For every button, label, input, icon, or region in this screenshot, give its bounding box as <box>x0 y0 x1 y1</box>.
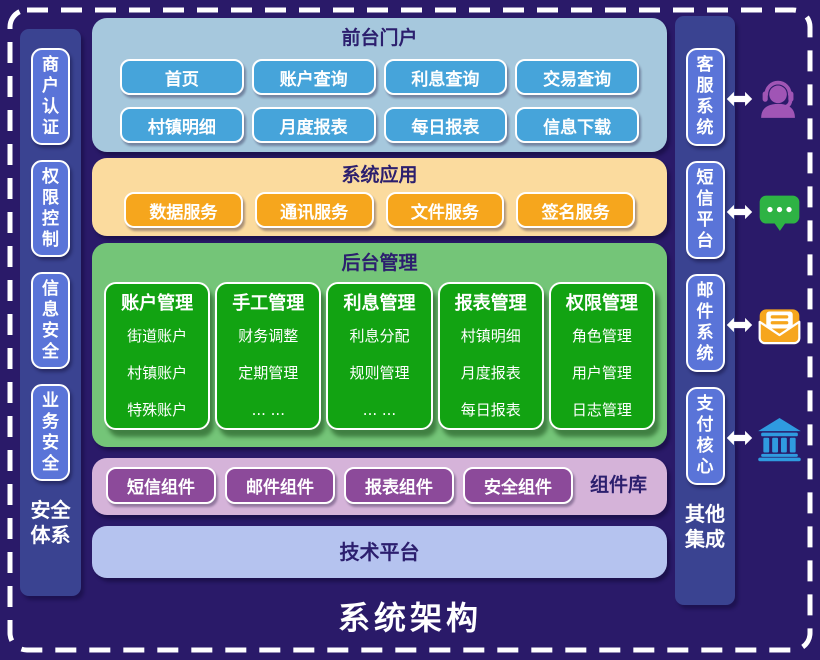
backend-columns: 账户管理 街道账户 村镇账户 特殊账户 手工管理 财务调整 定期管理 ... .… <box>104 282 655 430</box>
portal-section: 前台门户 首页 账户查询 利息查询 交易查询 村镇明细 月度报表 每日报表 信息… <box>92 18 667 152</box>
backend-column-account: 账户管理 街道账户 村镇账户 特殊账户 <box>104 282 211 430</box>
backend-column-header: 账户管理 <box>121 293 194 314</box>
portal-button-account-query[interactable]: 账户查询 <box>251 59 376 95</box>
sidebar-item-mail-system[interactable]: 邮件系统 <box>685 274 725 372</box>
backend-column-header: 利息管理 <box>343 293 416 314</box>
diagram-title: 系统架构 <box>337 599 482 637</box>
security-sidebar: 商户认证 权限控制 信息安全 业务安全 安全体系 <box>20 29 81 596</box>
sidebar-item-merchant-auth[interactable]: 商户认证 <box>31 48 70 145</box>
sms-chat-icon <box>756 189 803 236</box>
system-apps-title: 系统应用 <box>341 164 418 186</box>
sidebar-item-label: 商户认证 <box>42 54 59 138</box>
platform-title: 技术平台 <box>339 540 420 564</box>
security-sidebar-label: 安全体系 <box>30 498 71 547</box>
sidebar-item-label: 支付核心 <box>696 394 714 477</box>
backend-column-header: 权限管理 <box>565 293 638 314</box>
component-button-sms[interactable]: 短信组件 <box>106 467 216 504</box>
backend-item: 每日报表 <box>460 401 521 419</box>
sidebar-item-label: 客服系统 <box>696 55 714 138</box>
link-payment-core <box>726 413 812 463</box>
integrations-sidebar-label: 其他集成 <box>685 502 725 551</box>
portal-button-info-download[interactable]: 信息下载 <box>515 107 639 143</box>
component-button-security[interactable]: 安全组件 <box>463 467 573 504</box>
platform-section: 技术平台 <box>92 526 667 578</box>
backend-item: 月度报表 <box>460 364 521 382</box>
backend-item: 街道账户 <box>127 327 188 345</box>
portal-button-transaction-query[interactable]: 交易查询 <box>515 59 639 95</box>
double-arrow-icon <box>726 315 753 335</box>
apps-button-data-service[interactable]: 数据服务 <box>124 192 243 228</box>
backend-column-report: 报表管理 村镇明细 月度报表 每日报表 <box>437 282 544 430</box>
backend-column-permission: 权限管理 角色管理 用户管理 日志管理 <box>548 282 655 430</box>
backend-item: 村镇账户 <box>127 364 188 382</box>
sidebar-item-info-security[interactable]: 信息安全 <box>31 272 70 369</box>
portal-button-monthly-report[interactable]: 月度报表 <box>251 107 376 143</box>
sidebar-item-permission-control[interactable]: 权限控制 <box>31 160 70 257</box>
system-apps-section: 系统应用 数据服务 通讯服务 文件服务 签名服务 <box>92 158 667 236</box>
sidebar-item-label: 邮件系统 <box>696 281 714 364</box>
link-mail-system <box>726 300 812 350</box>
bank-icon <box>756 415 803 462</box>
backend-item: 财务调整 <box>238 327 299 345</box>
link-sms-platform <box>726 187 812 237</box>
main-panel: 前台门户 首页 账户查询 利息查询 交易查询 村镇明细 月度报表 每日报表 信息… <box>92 18 667 578</box>
headset-icon <box>756 76 803 123</box>
backend-item: 规则管理 <box>349 364 410 382</box>
sidebar-item-business-security[interactable]: 业务安全 <box>31 384 70 481</box>
sidebar-item-label: 信息安全 <box>42 278 59 362</box>
double-arrow-icon <box>726 89 753 109</box>
components-section: 短信组件 邮件组件 报表组件 安全组件 组件库 <box>92 458 667 515</box>
apps-button-file-service[interactable]: 文件服务 <box>385 192 505 228</box>
components-label: 组件库 <box>590 474 648 496</box>
backend-item: 特殊账户 <box>127 401 188 419</box>
double-arrow-icon <box>726 428 753 448</box>
portal-button-grid: 首页 账户查询 利息查询 交易查询 村镇明细 月度报表 每日报表 信息下载 <box>120 59 639 143</box>
backend-section: 后台管理 账户管理 街道账户 村镇账户 特殊账户 手工管理 财务调整 定期管理 … <box>92 243 667 447</box>
backend-column-header: 手工管理 <box>232 293 305 314</box>
backend-column-interest: 利息管理 利息分配 规则管理 ... ... <box>326 282 433 430</box>
sidebar-item-sms-platform[interactable]: 短信平台 <box>685 161 725 259</box>
backend-item: 用户管理 <box>571 364 632 382</box>
sidebar-item-customer-service[interactable]: 客服系统 <box>685 48 725 146</box>
backend-item: 日志管理 <box>571 401 632 419</box>
link-customer-service <box>726 74 812 124</box>
double-arrow-icon <box>726 202 753 222</box>
portal-button-home[interactable]: 首页 <box>120 59 244 95</box>
backend-column-header: 报表管理 <box>454 293 527 314</box>
integrations-sidebar: 客服系统 短信平台 邮件系统 支付核心 其他集成 <box>675 16 735 605</box>
backend-item: 利息分配 <box>349 327 410 345</box>
portal-section-title: 前台门户 <box>341 27 418 49</box>
sidebar-item-label: 权限控制 <box>42 166 59 250</box>
backend-item: 村镇明细 <box>460 327 521 345</box>
system-apps-grid: 数据服务 通讯服务 文件服务 签名服务 <box>124 192 635 228</box>
mail-icon <box>756 302 803 349</box>
portal-button-village-detail[interactable]: 村镇明细 <box>120 107 244 143</box>
sidebar-item-label: 短信平台 <box>696 168 714 251</box>
component-button-mail[interactable]: 邮件组件 <box>225 467 335 504</box>
portal-button-interest-query[interactable]: 利息查询 <box>383 59 508 95</box>
backend-column-manual: 手工管理 财务调整 定期管理 ... ... <box>215 282 322 430</box>
backend-item: ... ... <box>362 401 397 419</box>
sidebar-item-payment-core[interactable]: 支付核心 <box>685 387 725 485</box>
sidebar-item-label: 业务安全 <box>42 390 59 474</box>
component-button-report[interactable]: 报表组件 <box>344 467 454 504</box>
backend-item: 角色管理 <box>571 327 632 345</box>
backend-item: 定期管理 <box>238 364 299 382</box>
apps-button-comm-service[interactable]: 通讯服务 <box>254 192 374 228</box>
backend-item: ... ... <box>251 401 285 419</box>
portal-button-daily-report[interactable]: 每日报表 <box>383 107 508 143</box>
backend-title: 后台管理 <box>341 252 418 274</box>
apps-button-sign-service[interactable]: 签名服务 <box>516 192 635 228</box>
